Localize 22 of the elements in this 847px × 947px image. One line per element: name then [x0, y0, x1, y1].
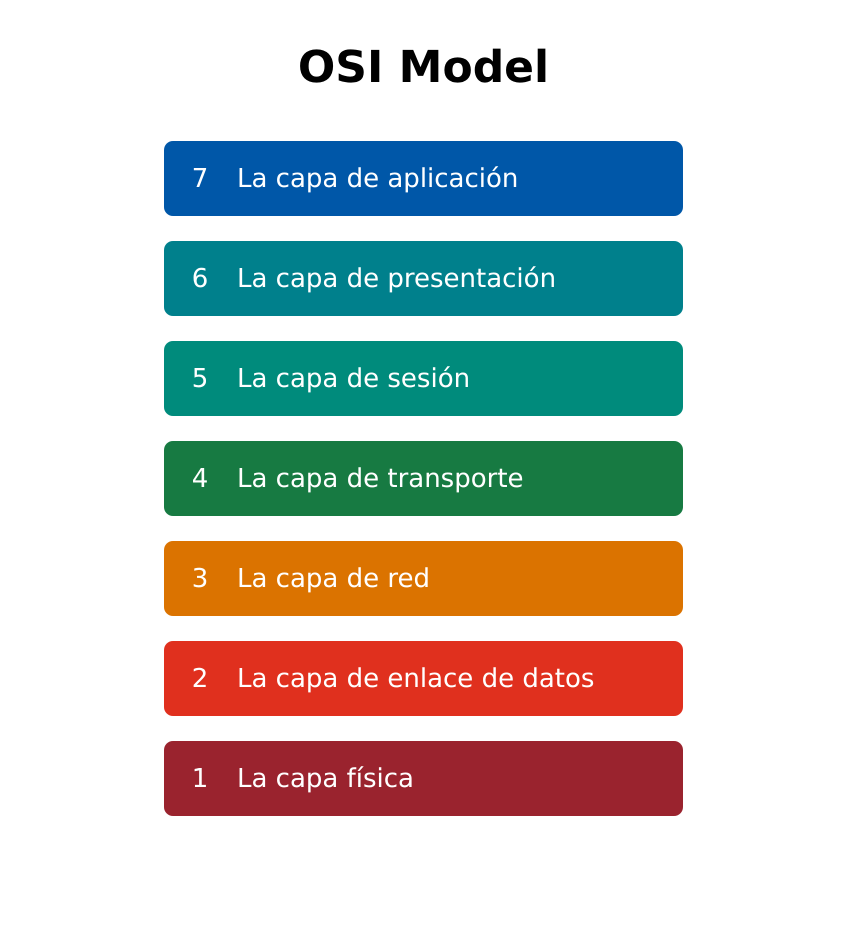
layer-bar: [164, 341, 683, 416]
layer-number: 2: [190, 662, 210, 694]
layer-number: 4: [190, 462, 210, 494]
layer-name: La capa de red: [237, 562, 430, 594]
layer-bar: [164, 441, 683, 516]
layer-name: La capa de sesión: [237, 362, 470, 394]
layer-number: 5: [190, 362, 210, 394]
layer-name: La capa de presentación: [237, 262, 556, 294]
layer-name: La capa de aplicación: [237, 162, 518, 194]
layer-bar: [164, 241, 683, 316]
layer-number: 3: [190, 562, 210, 594]
layer-number: 7: [190, 162, 210, 194]
layer-name: La capa de enlace de datos: [237, 662, 594, 694]
layer-bar: [164, 541, 683, 616]
layer-number: 1: [190, 762, 210, 794]
layer-name: La capa física: [237, 762, 414, 794]
layer-bar: [164, 741, 683, 816]
diagram-title: OSI Model: [296, 42, 550, 93]
layer-number: 6: [190, 262, 210, 294]
layer-bar: [164, 641, 683, 716]
layer-bar: [164, 141, 683, 216]
layer-name: La capa de transporte: [237, 462, 524, 494]
